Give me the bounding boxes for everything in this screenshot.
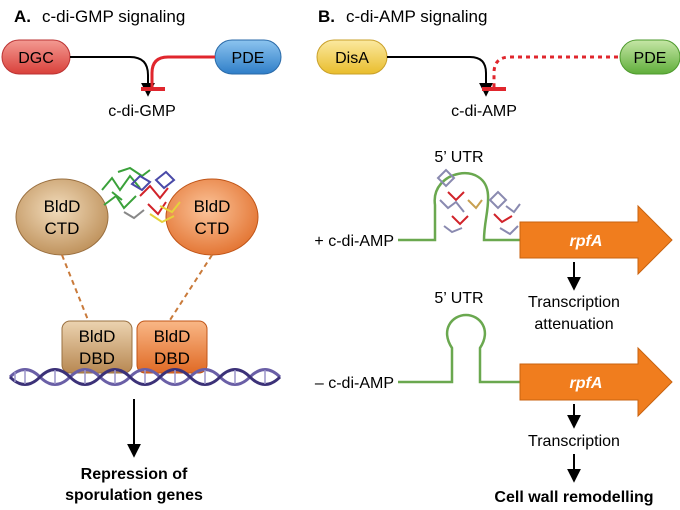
bldd-dbd-left-line2: DBD <box>79 349 115 368</box>
panel-a-title: c-di-GMP signaling <box>42 7 185 26</box>
minus-c-di-amp-label: – c-di-AMP <box>315 375 394 392</box>
disa-node: DisA <box>316 39 388 75</box>
pde-a-label: PDE <box>232 50 265 67</box>
bldd-ctd-left-line2: CTD <box>45 219 80 238</box>
c-di-amp-ligands <box>436 168 521 236</box>
bldd-ctd-left: BldD CTD <box>15 178 109 256</box>
rna-bottom-riboswitch <box>398 313 600 384</box>
bldd-ctd-right-line1: BldD <box>194 197 231 216</box>
outcome-a-line2: sporulation genes <box>65 487 203 504</box>
bldd-dbd-left-line1: BldD <box>79 327 116 346</box>
dna-double-helix <box>8 368 282 386</box>
disa-label: DisA <box>335 50 369 67</box>
bldd-dbd-left: BldD DBD <box>61 320 133 374</box>
bldd-dbd-right: BldD DBD <box>136 320 208 374</box>
panel-b-letter: B. <box>318 7 335 26</box>
rpfa-bottom-label: rpfA <box>570 375 603 392</box>
rpfa-gene-bottom <box>519 346 673 418</box>
bldd-ctd-left-line1: BldD <box>44 197 81 216</box>
c-di-gmp-label: c-di-GMP <box>108 103 176 120</box>
outcome-a-line1: Repression of <box>81 466 188 483</box>
bldd-ctd-right-line2: CTD <box>195 219 230 238</box>
pde-b-label: PDE <box>634 50 667 67</box>
c-di-amp-label: c-di-AMP <box>451 103 517 120</box>
outcome-b-label: Cell wall remodelling <box>494 489 653 506</box>
pde-a-inhibition-line <box>150 55 215 88</box>
transcription-label: Transcription <box>528 433 620 450</box>
dgc-synthesis-arrow <box>70 56 155 97</box>
disa-synthesis-arrow <box>387 56 493 97</box>
utr-bottom-label: 5’ UTR <box>434 290 483 307</box>
bldd-ctd-right: BldD CTD <box>165 178 259 256</box>
pde-a-node: PDE <box>214 39 282 75</box>
linker-left <box>61 254 89 321</box>
rpfa-gene-top <box>519 204 673 276</box>
dgc-node: DGC <box>1 39 71 75</box>
rpfa-top-label: rpfA <box>570 233 603 250</box>
dgc-label: DGC <box>18 50 54 67</box>
pde-b-node: PDE <box>619 39 680 75</box>
pde-b-inhibition-line <box>492 55 618 88</box>
utr-top-label: 5’ UTR <box>434 149 483 166</box>
bldd-dbd-right-line1: BldD <box>154 327 191 346</box>
c-di-gmp-molecule-cluster <box>101 166 181 224</box>
plus-c-di-amp-label: + c-di-AMP <box>314 233 394 250</box>
linker-right <box>169 254 213 321</box>
attenuation-line2: attenuation <box>534 316 613 333</box>
bldd-dbd-right-line2: DBD <box>154 349 190 368</box>
attenuation-line1: Transcription <box>528 294 620 311</box>
panel-a-letter: A. <box>14 7 31 26</box>
rna-top-riboswitch <box>398 171 600 242</box>
panel-b-title: c-di-AMP signaling <box>346 7 487 26</box>
